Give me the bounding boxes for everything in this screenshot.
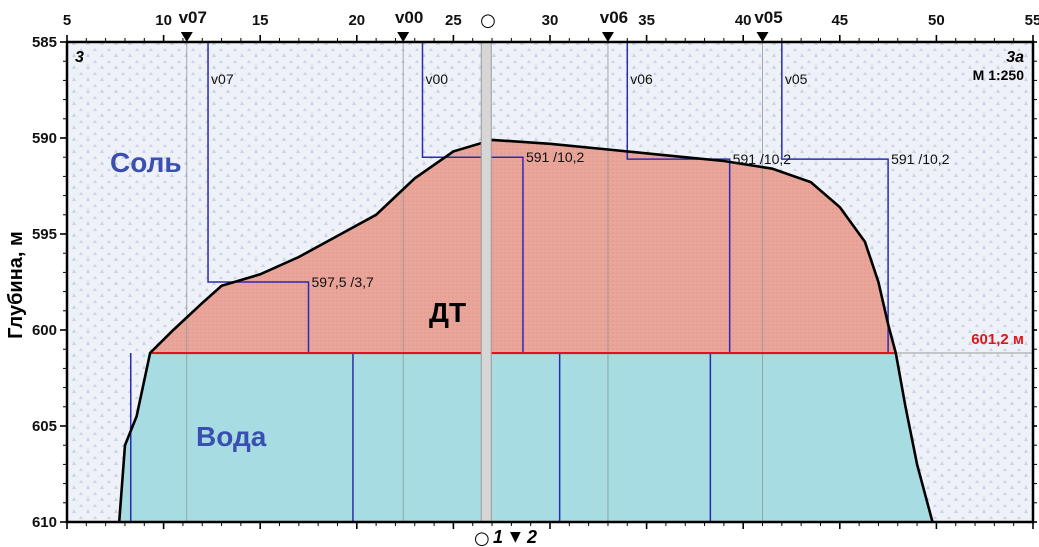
layer-label-dt: ДТ — [429, 297, 466, 328]
interface-depth-label: 601,2 м — [971, 331, 1024, 348]
sounding-value-label: 591 /10,2 — [526, 149, 585, 165]
y-tick-labels: 585 590 595 600 605 610 — [32, 34, 57, 531]
sounding-line — [781, 42, 889, 354]
bottom-circle: ○ — [474, 528, 490, 547]
probe-name-label: v05 — [754, 8, 782, 27]
probe-marker-icon — [397, 32, 410, 42]
sounding-lines — [207, 42, 889, 354]
probe-markers: v07 v00 v06 v05 — [179, 8, 783, 42]
bottom-marker: ▼ — [510, 529, 521, 545]
x-tick-label: 10 — [155, 12, 172, 29]
probe-labels: v07 v00 v06 v05 — [211, 71, 808, 87]
y-tick-label: 585 — [32, 34, 57, 51]
sounding-line — [421, 42, 524, 354]
x-tick-label: 5 — [63, 12, 71, 29]
well-column — [480, 42, 492, 522]
water-region — [119, 353, 933, 522]
sounding-value-label: 591 /10,2 — [891, 151, 950, 167]
corner-label-left: 3 — [75, 49, 84, 66]
scale-label: М 1:250 — [973, 67, 1025, 83]
y-axis-label: Глубина, м — [5, 231, 27, 339]
layer-label-water: Вода — [196, 421, 267, 452]
x-tick-label: 45 — [831, 12, 848, 29]
bottom-label-right: 2 — [526, 527, 537, 547]
corner-label-right: 3а — [1006, 49, 1024, 66]
sounding-labels: 597,5 /3,7 591 /10,2 591 /10,2 591 /10,2 — [312, 149, 950, 290]
layer-label-salt: Соль — [110, 147, 182, 178]
x-tick-label: 25 — [445, 12, 462, 29]
x-tick-label: 35 — [638, 12, 655, 29]
probe-marker-icon — [180, 32, 193, 42]
y-tick-label: 595 — [32, 226, 57, 243]
y-tick-label: 610 — [32, 514, 57, 531]
x-tick-labels: 5 10 15 20 25 30 35 40 45 50 55 — [63, 12, 1039, 29]
probe-name-label: v06 — [600, 8, 628, 27]
y-tick-label: 605 — [32, 418, 57, 435]
sounding-line — [626, 42, 731, 354]
probe-sounding-label: v05 — [785, 71, 808, 87]
probe-sounding-label: v00 — [425, 71, 448, 87]
x-tick-label: 30 — [542, 12, 559, 29]
sounding-value-label: 597,5 /3,7 — [312, 274, 374, 290]
probe-sounding-label: v06 — [630, 71, 653, 87]
top-well-circle: ○ — [480, 10, 496, 31]
probe-name-label: v07 — [179, 8, 207, 27]
bottom-label-left: 1 — [493, 527, 503, 547]
probe-marker-icon — [756, 32, 769, 42]
x-tick-label: 15 — [252, 12, 269, 29]
probe-grid-lines — [186, 42, 763, 522]
probe-sounding-label: v07 — [211, 71, 234, 87]
water-divider-lines — [130, 353, 712, 522]
probe-name-label: v00 — [395, 8, 423, 27]
x-tick-label: 40 — [735, 12, 752, 29]
x-tick-label: 20 — [348, 12, 365, 29]
y-tick-label: 590 — [32, 130, 57, 147]
cavern-outline — [117, 138, 934, 522]
sounding-value-label: 591 /10,2 — [733, 151, 792, 167]
sounding-line — [207, 42, 310, 354]
axis-ticks — [60, 35, 1037, 529]
x-tick-label: 50 — [928, 12, 945, 29]
x-tick-label: 55 — [1025, 12, 1039, 29]
probe-marker-icon — [601, 32, 614, 42]
bottom-well-label: ○ 1 ▼ 2 — [474, 527, 537, 547]
y-tick-label: 600 — [32, 322, 57, 339]
